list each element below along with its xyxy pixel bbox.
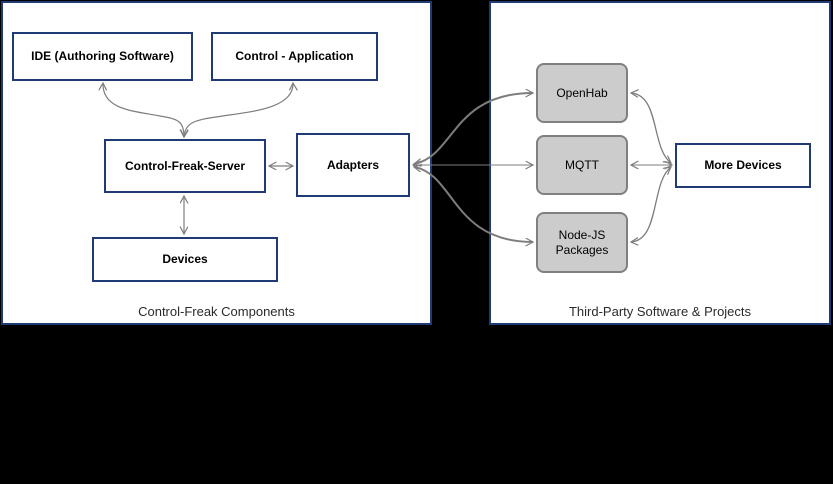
node-ide-authoring-software: IDE (Authoring Software) xyxy=(12,32,193,81)
node-adapters: Adapters xyxy=(296,133,410,197)
node-mqtt: MQTT xyxy=(536,135,628,195)
left-panel-title: Control-Freak Components xyxy=(138,304,295,319)
node-openhab: OpenHab xyxy=(536,63,628,123)
right-panel-title: Third-Party Software & Projects xyxy=(568,304,752,319)
node-control-freak-server: Control-Freak-Server xyxy=(104,139,266,193)
node-control-application: Control - Application xyxy=(211,32,378,81)
node-devices: Devices xyxy=(92,237,278,282)
node-more-devices: More Devices xyxy=(675,143,811,188)
node-nodejs-packages: Node-JS Packages xyxy=(536,212,628,273)
